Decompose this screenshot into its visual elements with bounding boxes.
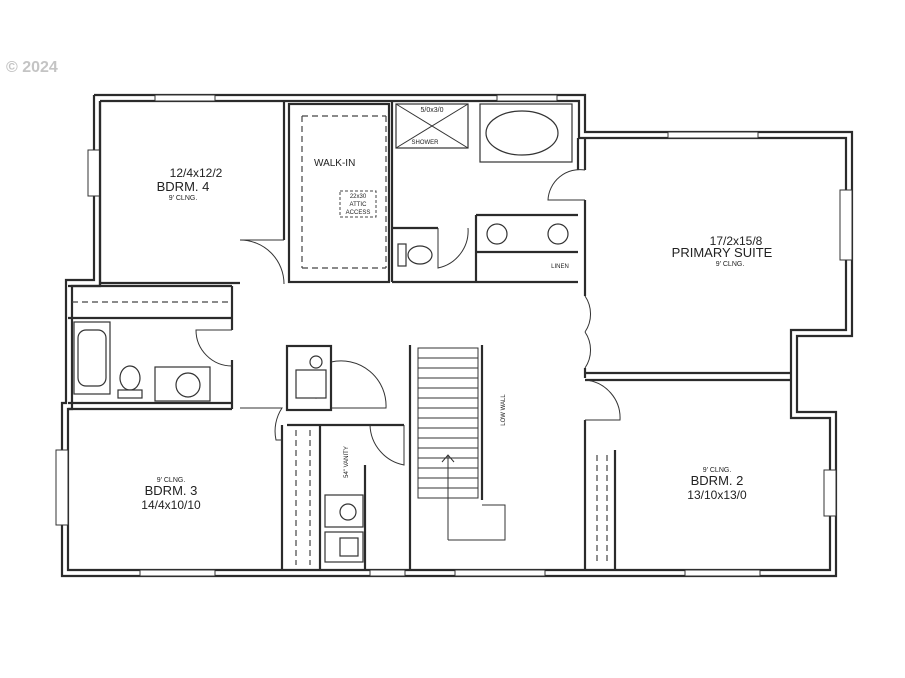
linen-label: LINEN bbox=[551, 264, 569, 270]
interior-walls bbox=[68, 101, 791, 570]
primary-ceiling: 9' CLNG. bbox=[716, 261, 745, 268]
bdrm3-name: BDRM. 3 bbox=[145, 483, 198, 498]
walk-in-label: WALK-IN bbox=[314, 158, 355, 169]
low-wall-label: LOW WALL bbox=[501, 394, 507, 426]
windows bbox=[55, 94, 853, 577]
attic-label: ATTIC bbox=[350, 202, 368, 208]
closet-shelves bbox=[72, 115, 608, 565]
bdrm4-dims: 12/4x12/2 bbox=[170, 166, 223, 180]
copyright-watermark: © 2024 bbox=[6, 59, 58, 76]
shower-size-label: 5/0x3/0 bbox=[421, 107, 444, 114]
bdrm3-ceiling: 9' CLNG. bbox=[157, 477, 186, 484]
fixtures bbox=[73, 103, 573, 563]
door-swings bbox=[195, 169, 621, 466]
shower-label: SHOWER bbox=[412, 140, 440, 146]
bdrm2-ceiling: 9' CLNG. bbox=[703, 467, 732, 474]
access-label: ACCESS bbox=[346, 210, 371, 216]
bdrm2-name: BDRM. 2 bbox=[691, 473, 744, 488]
stairs bbox=[417, 347, 506, 541]
attic-size-label: 22x30 bbox=[350, 194, 367, 200]
primary-name: PRIMARY SUITE bbox=[672, 245, 773, 260]
bdrm3-dims: 14/4x10/10 bbox=[141, 498, 201, 512]
bdrm2-dims: 13/10x13/0 bbox=[687, 488, 747, 502]
primary-dims: 17/2x15/8 bbox=[710, 234, 763, 248]
bdrm4-name: BDRM. 4 bbox=[157, 179, 210, 194]
bdrm4-ceiling: 9' CLNG. bbox=[169, 195, 198, 202]
vanity-label: 54" VANITY bbox=[344, 446, 350, 478]
